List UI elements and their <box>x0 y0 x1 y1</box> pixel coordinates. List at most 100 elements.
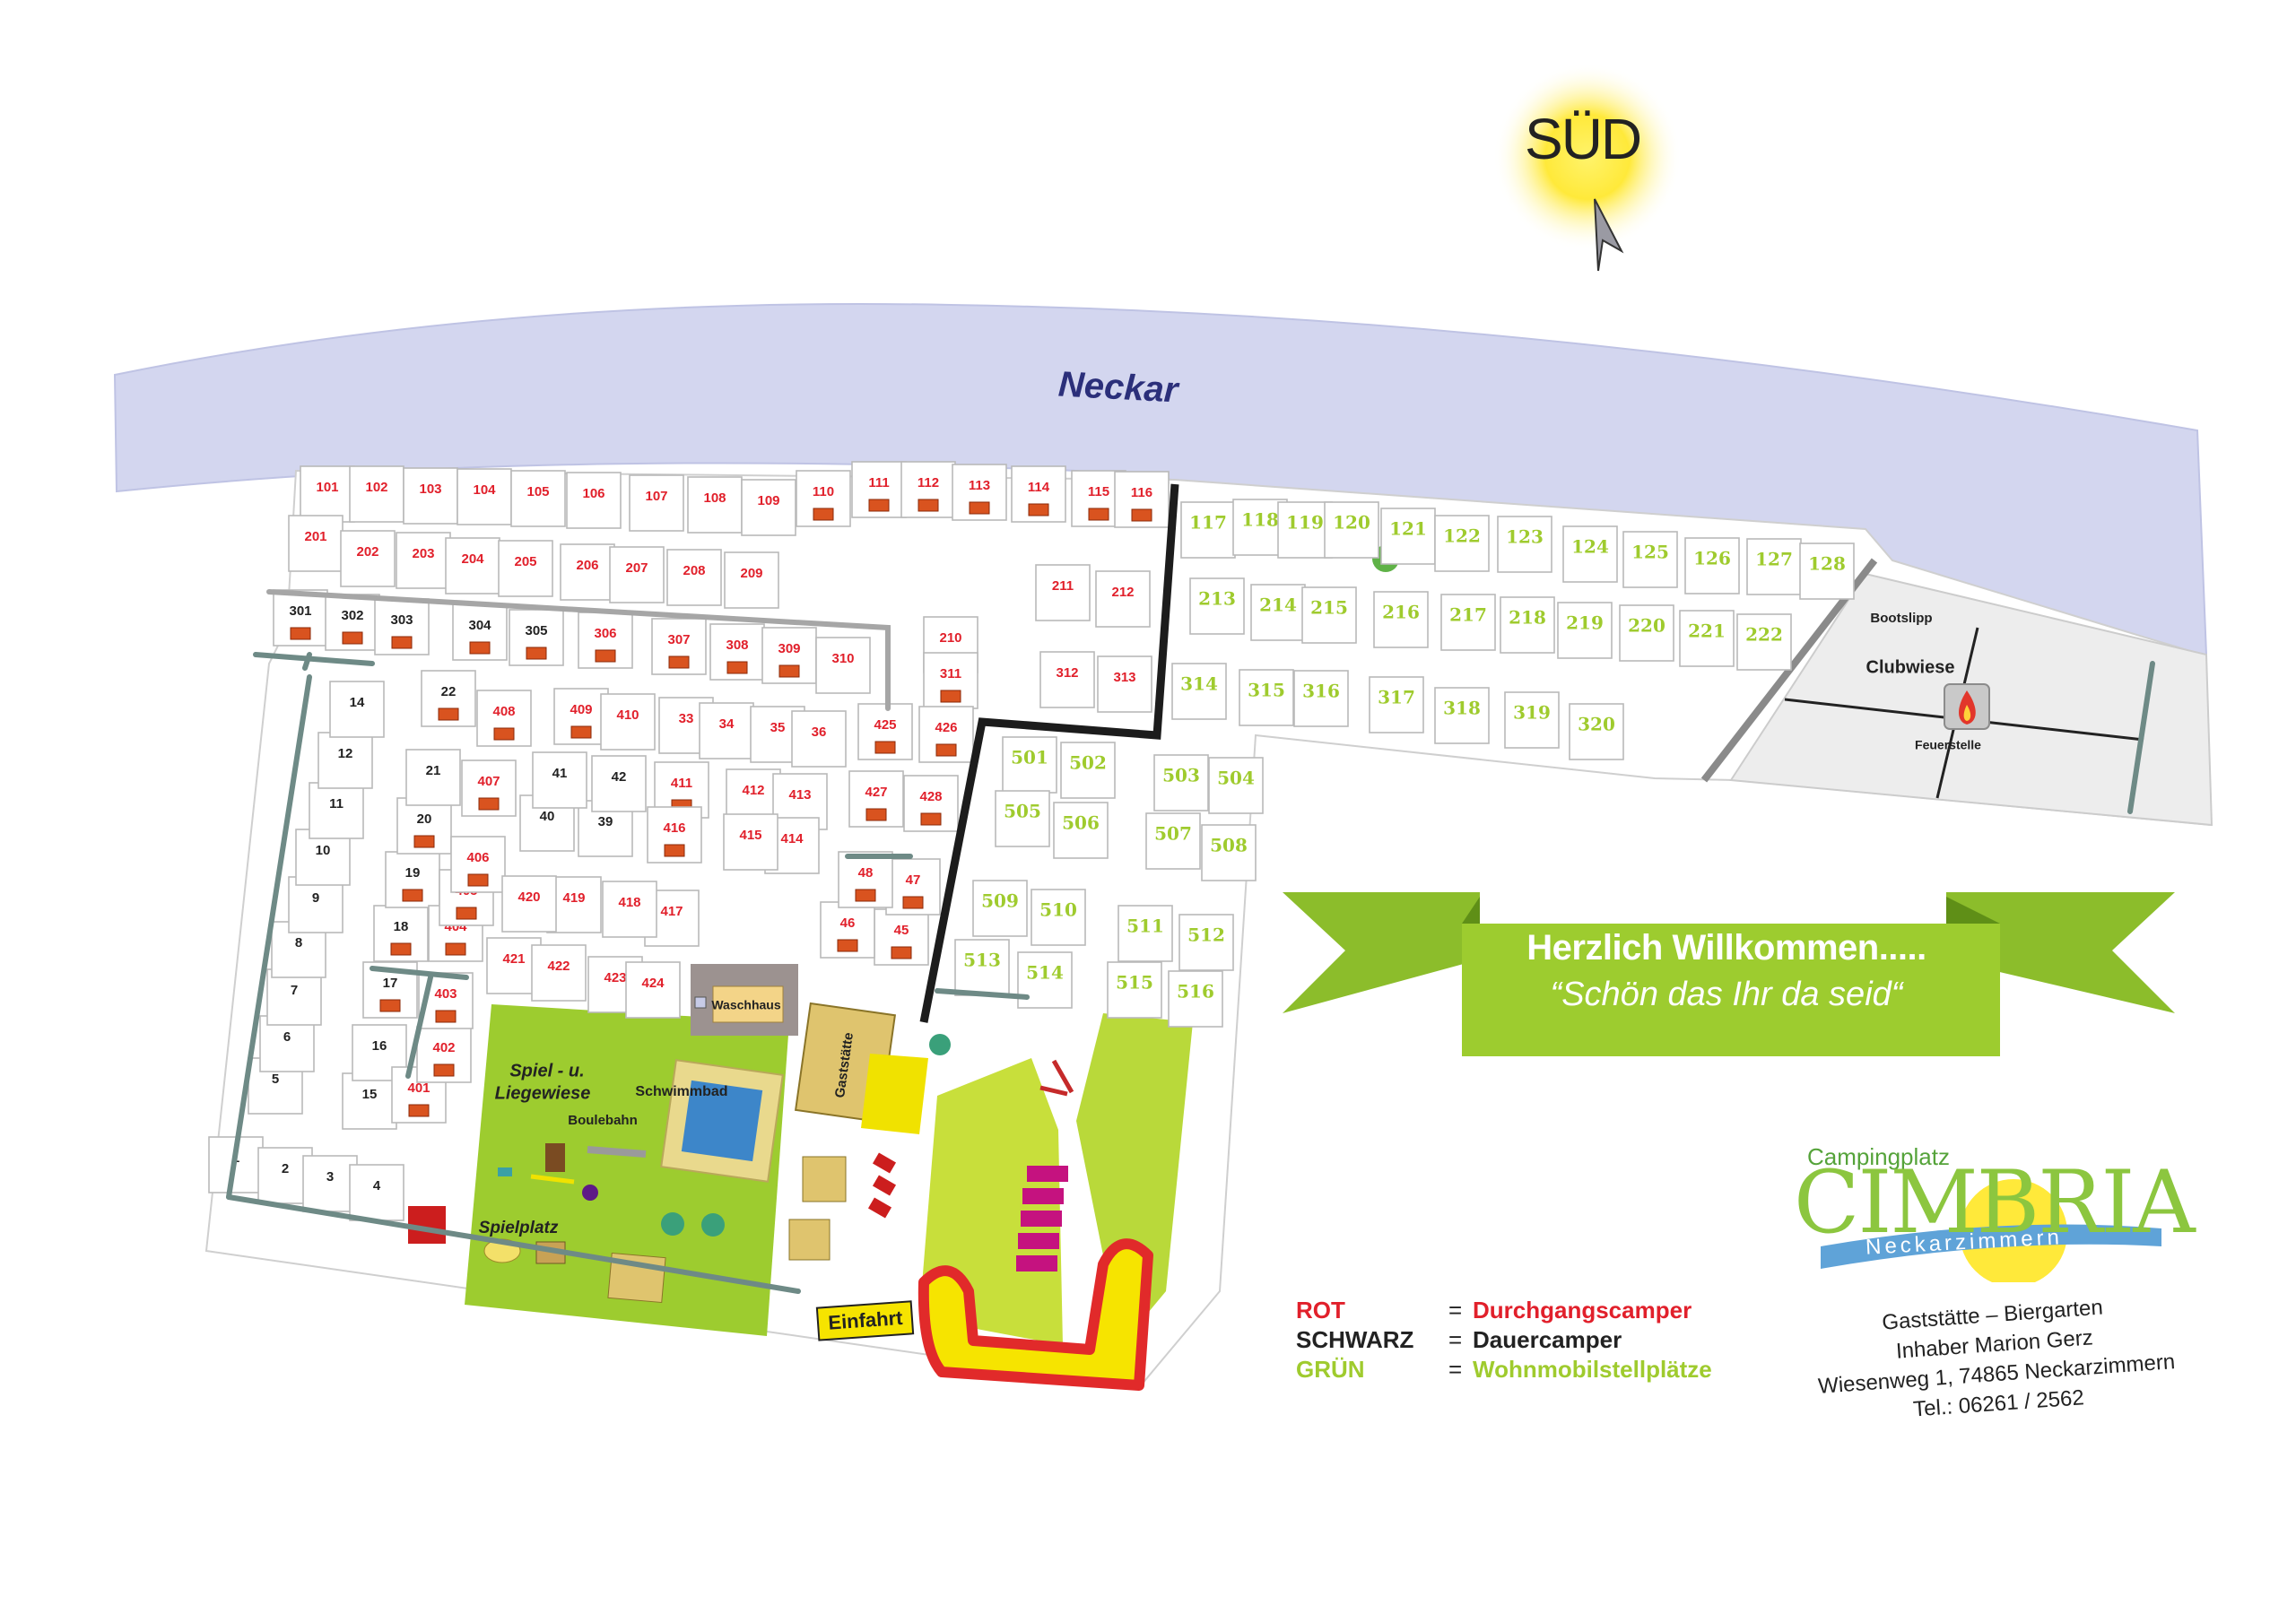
plot-number: 207 <box>625 560 648 576</box>
plot-number: 414 <box>780 831 804 846</box>
plot-number: 422 <box>547 959 570 974</box>
plot-304: 304 <box>452 603 508 661</box>
plot-number: 7 <box>291 983 298 998</box>
plot-number: 302 <box>341 608 363 623</box>
legend-value: Dauercamper <box>1473 1326 1622 1353</box>
plot-number: 11 <box>329 796 344 812</box>
brand-prefix: Campingplatz <box>1807 1143 1950 1170</box>
caravan-icon <box>935 743 957 757</box>
caravan-icon <box>969 501 990 515</box>
plot-number: 204 <box>461 551 484 567</box>
welcome-banner <box>1283 892 2175 1056</box>
plot-number: 427 <box>865 785 887 800</box>
plot-number: 217 <box>1449 604 1487 626</box>
plot-110: 110 <box>796 470 851 527</box>
plot-11: 11 <box>309 782 364 839</box>
caravan-icon <box>467 873 489 887</box>
caravan-icon <box>445 942 466 956</box>
caravan-icon <box>478 797 500 811</box>
plot-502: 502 <box>1060 742 1116 799</box>
plot-number: 210 <box>939 630 961 646</box>
plot-number: 12 <box>338 746 353 761</box>
plot-number: 119 <box>1286 512 1324 534</box>
plot-314: 314 <box>1171 663 1227 720</box>
plot-214: 214 <box>1250 584 1306 641</box>
plot-116: 116 <box>1114 471 1170 528</box>
plot-408: 408 <box>476 690 532 747</box>
plot-320: 320 <box>1569 703 1624 760</box>
caravan-icon <box>1088 508 1109 521</box>
plot-205: 205 <box>498 540 553 597</box>
plot-number: 101 <box>316 480 338 495</box>
plot-number: 9 <box>312 890 319 906</box>
legend-key: SCHWARZ <box>1296 1326 1414 1353</box>
plot-number: 47 <box>906 872 921 888</box>
plot-306: 306 <box>578 612 633 669</box>
plot-9: 9 <box>288 876 344 933</box>
plot-number: 110 <box>813 484 834 499</box>
plot-21: 21 <box>405 749 461 806</box>
plot-number: 120 <box>1333 512 1370 534</box>
plot-number: 42 <box>612 769 627 785</box>
plot-309: 309 <box>761 627 817 684</box>
plot-415: 415 <box>723 813 778 871</box>
plot-number: 103 <box>419 482 441 497</box>
plot-19: 19 <box>385 851 440 908</box>
plot-216: 216 <box>1373 591 1429 648</box>
plot-206: 206 <box>560 543 615 601</box>
plot-207: 207 <box>609 546 665 603</box>
playground-label: Spielplatz <box>479 1219 559 1237</box>
plot-number: 41 <box>552 766 568 781</box>
plot-number: 107 <box>645 489 667 504</box>
terrace <box>861 1054 928 1134</box>
plot-number: 308 <box>726 638 748 653</box>
plot-number: 104 <box>473 482 496 498</box>
plot-318: 318 <box>1434 687 1490 744</box>
plot-number: 418 <box>618 895 640 910</box>
plot-number: 505 <box>1004 801 1041 822</box>
caravan-icon <box>1131 508 1152 522</box>
plot-number: 115 <box>1088 484 1109 499</box>
plot-number: 509 <box>981 890 1019 912</box>
plot-number: 408 <box>492 704 515 719</box>
brand-swoosh <box>1821 1179 2161 1282</box>
plot-424: 424 <box>625 961 681 1019</box>
plot-4: 4 <box>349 1164 404 1221</box>
plot-109: 109 <box>741 479 796 536</box>
plot-number: 515 <box>1116 972 1153 994</box>
brand-name: CIMBRIA <box>1794 1152 2196 1253</box>
plot-number: 46 <box>840 916 856 931</box>
plot-7: 7 <box>266 968 322 1026</box>
plot-317: 317 <box>1369 676 1424 733</box>
plot-number: 503 <box>1162 765 1200 786</box>
plot-208: 208 <box>666 549 722 606</box>
legend-equals: = <box>1448 1356 1463 1383</box>
plot-number: 508 <box>1210 835 1248 856</box>
caravan-icon <box>891 946 912 959</box>
plot-122: 122 <box>1434 515 1490 572</box>
plot-47: 47 <box>885 858 941 916</box>
plot-number: 123 <box>1506 526 1544 548</box>
caravan-icon <box>402 889 423 902</box>
plot-303: 303 <box>374 598 430 655</box>
plot-number: 114 <box>1028 480 1050 495</box>
plot-number: 415 <box>739 828 761 843</box>
caravan-icon <box>918 499 939 512</box>
plot-312: 312 <box>1039 651 1095 708</box>
plot-425: 425 <box>857 703 913 760</box>
plot-number: 205 <box>514 554 536 569</box>
plot-number: 409 <box>570 702 592 717</box>
plot-20: 20 <box>396 797 452 855</box>
plot-503: 503 <box>1153 754 1209 812</box>
plot-301: 301 <box>273 589 328 647</box>
plot-41: 41 <box>532 751 587 809</box>
caravan-icon <box>469 641 491 655</box>
plot-number: 125 <box>1631 542 1669 563</box>
plot-422: 422 <box>531 944 587 1002</box>
plot-107: 107 <box>629 474 684 532</box>
caravan-icon <box>456 907 477 920</box>
caravan-icon <box>940 690 961 703</box>
plot-number: 319 <box>1513 702 1551 724</box>
plot-number: 117 <box>1189 512 1227 534</box>
plot-number: 19 <box>405 865 421 881</box>
